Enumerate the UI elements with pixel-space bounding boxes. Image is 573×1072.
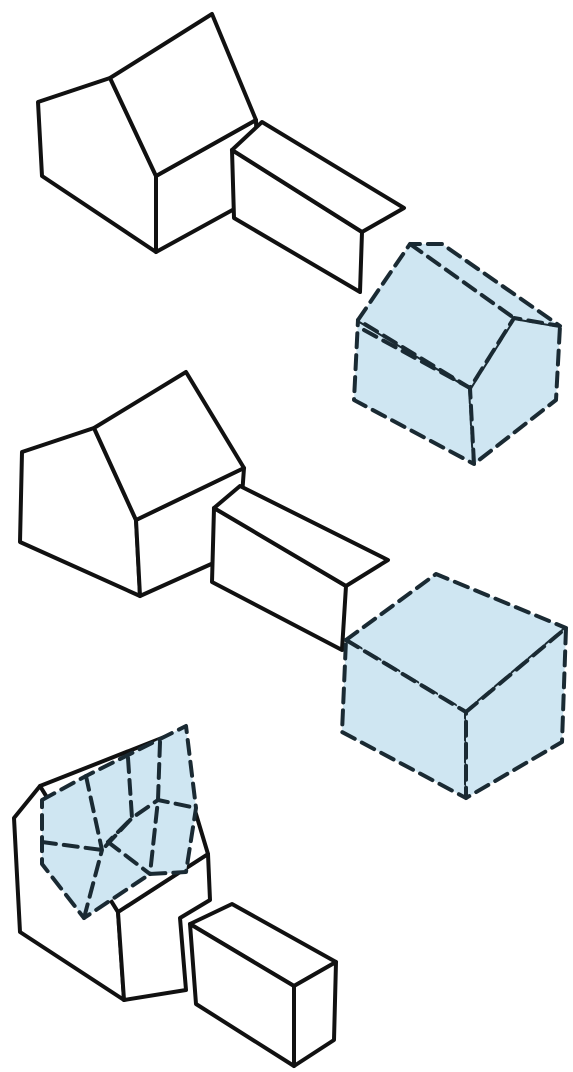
option-2-link-top <box>212 484 390 588</box>
option-3-loft-dormers <box>40 724 198 920</box>
option-3-dormer-rib-1 <box>82 774 104 920</box>
option-2-extension-side-wall <box>464 626 568 800</box>
option-1-house-roof <box>108 12 258 178</box>
option-3-side-block <box>188 902 338 1068</box>
option-1-detached-gabled-extension <box>36 12 562 466</box>
option-1-link-block <box>230 120 406 294</box>
option-2-link-block <box>210 484 390 652</box>
option-3-loft-extension <box>12 724 338 1068</box>
option-1-link-top <box>230 120 406 234</box>
option-3-dormer-rib-2 <box>106 756 134 844</box>
option-3-dormer-valley <box>106 840 152 876</box>
option-1-existing-house <box>36 12 260 254</box>
option-2-proposed-extension <box>340 572 568 800</box>
option-2-detached-flat-extension <box>18 370 568 800</box>
option-2-existing-house <box>18 370 246 598</box>
option-3-side-block-side <box>292 960 338 1068</box>
option-2-house-roof <box>92 370 246 522</box>
option-1-proposed-extension <box>352 242 562 466</box>
option-1-extension-eave <box>362 328 472 390</box>
option-1-extension-ridge <box>408 242 516 320</box>
